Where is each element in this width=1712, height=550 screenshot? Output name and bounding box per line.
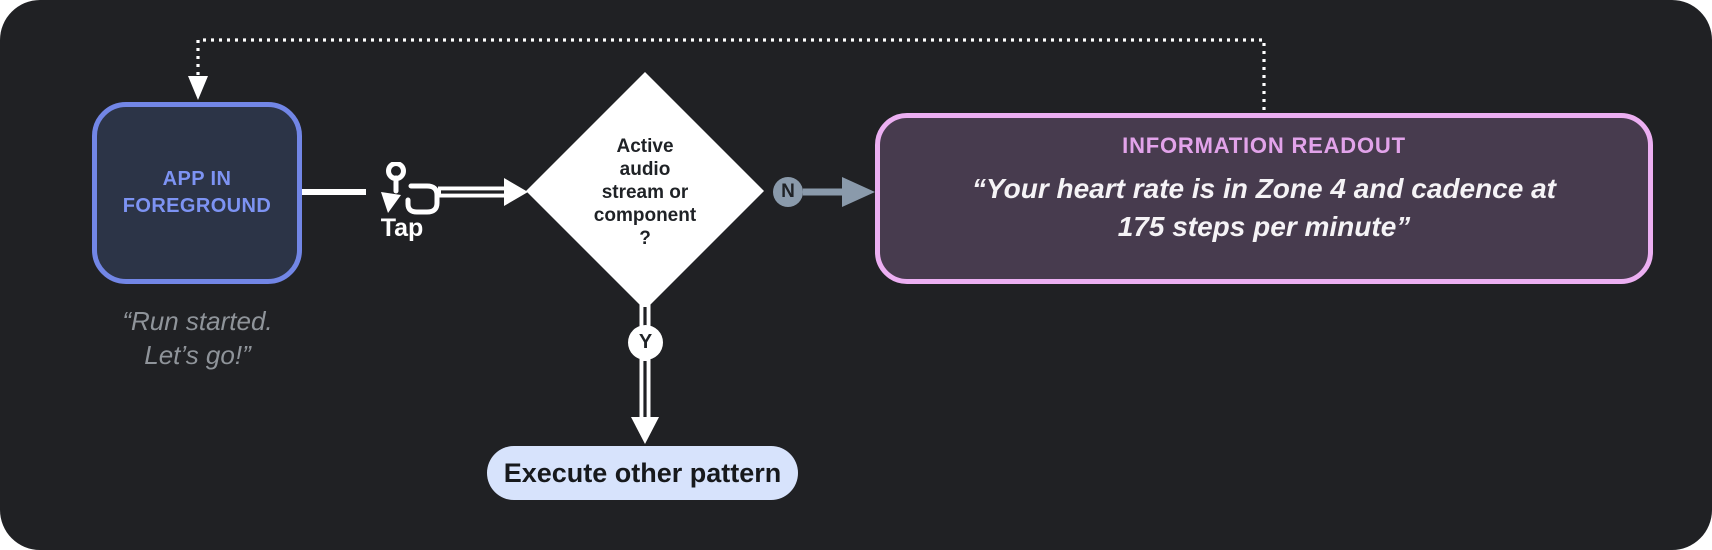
app-voice-caption-line1: “Run started.	[122, 306, 273, 336]
decision-line2: audio	[619, 158, 671, 180]
readout-quote-line1: “Your heart rate is in Zone 4 and cadenc…	[971, 173, 1557, 204]
branch-yes-label: Y	[638, 331, 653, 353]
yes-branch-arrowhead-icon	[631, 417, 659, 444]
readout-quote-line2: 175 steps per minute”	[1117, 211, 1411, 242]
tap-gesture-icon	[381, 162, 440, 215]
execute-other-pattern-node: Execute other pattern	[487, 446, 798, 500]
feedback-loop-dotted-line	[196, 38, 1266, 110]
branch-no-label: N	[781, 181, 795, 202]
information-readout-quote: “Your heart rate is in Zone 4 and cadenc…	[880, 170, 1648, 246]
app-foreground-label: APP IN FOREGROUND	[122, 168, 272, 217]
tap-to-decision-arrowhead-icon	[504, 178, 528, 206]
branch-no-badge: N	[773, 177, 803, 207]
app-foreground-node: APP IN FOREGROUND	[92, 102, 302, 284]
information-readout-node: INFORMATION READOUT “Your heart rate is …	[875, 113, 1653, 284]
app-voice-caption: “Run started. Let’s go!”	[60, 304, 335, 372]
decision-line3: stream or	[601, 181, 689, 203]
app-voice-caption-line2: Let’s go!”	[144, 340, 251, 370]
decision-line5: ?	[639, 227, 651, 249]
information-readout-title: INFORMATION READOUT	[1122, 133, 1406, 158]
feedback-loop-arrowhead-icon	[188, 76, 208, 100]
decision-line1: Active	[616, 135, 674, 157]
branch-yes-badge: Y	[628, 325, 663, 360]
decision-diamond	[526, 72, 764, 310]
tap-label: Tap	[380, 214, 424, 242]
decision-label: Active audio stream or component ?	[558, 118, 732, 266]
decision-line4: component	[593, 204, 697, 226]
no-branch-arrowhead-icon	[842, 177, 875, 207]
execute-other-pattern-label: Execute other pattern	[503, 457, 782, 488]
